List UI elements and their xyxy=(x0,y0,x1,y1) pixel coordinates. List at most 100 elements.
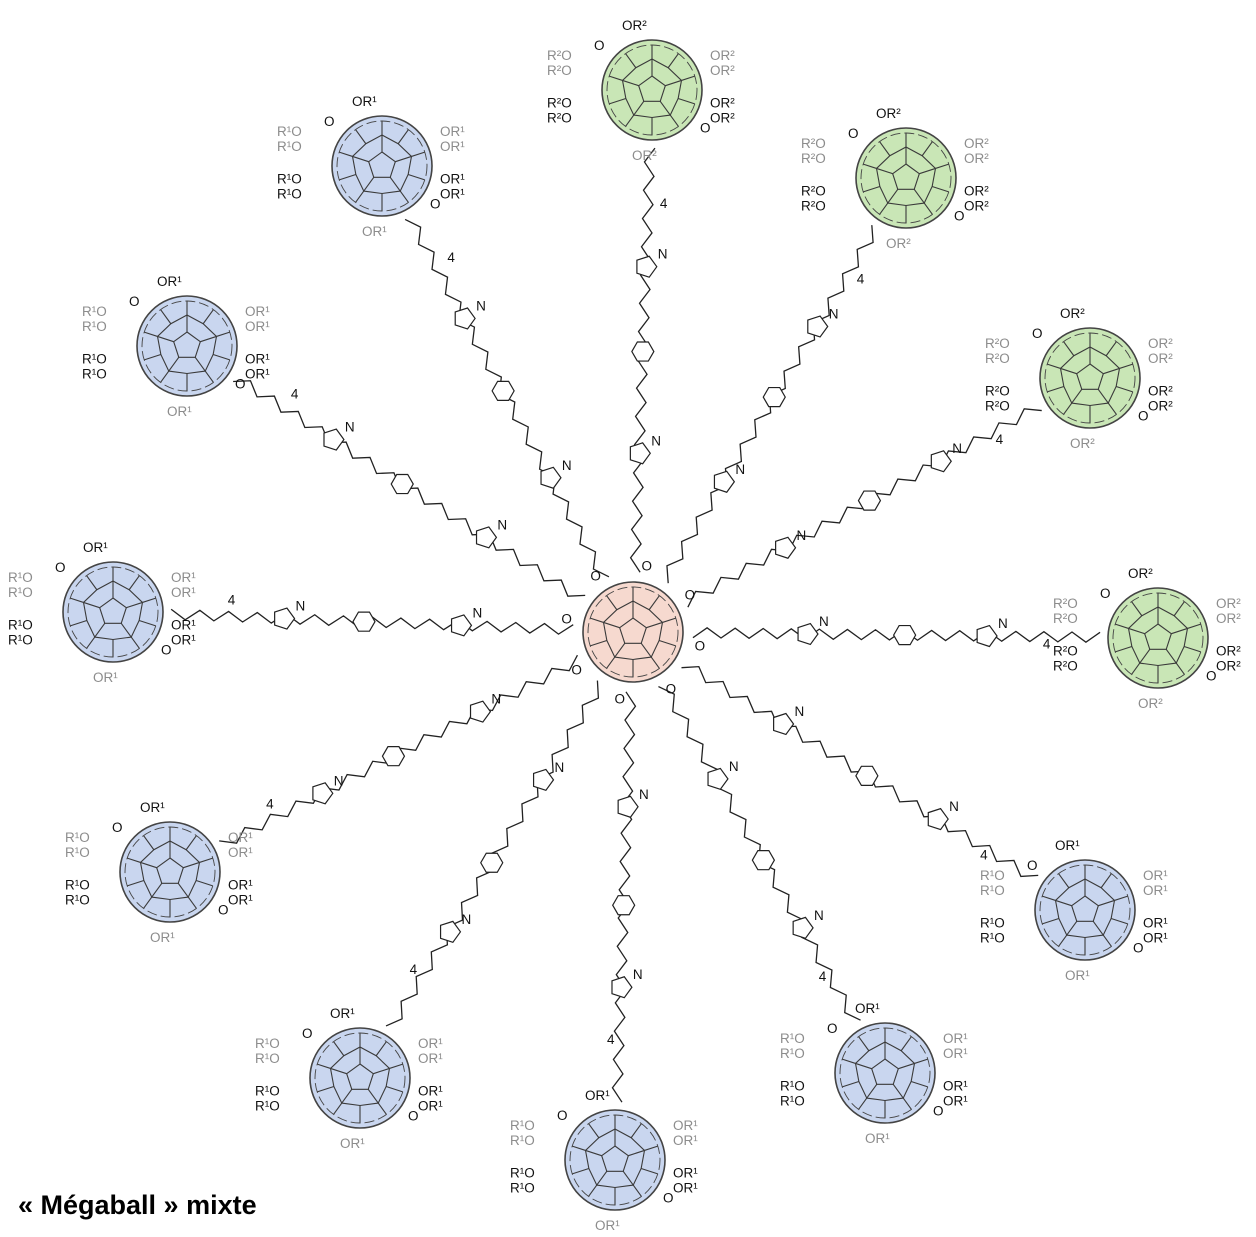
cage-bond xyxy=(204,370,214,383)
phenyl-ring xyxy=(352,611,376,632)
nitrogen-label: N xyxy=(949,799,959,814)
ester-label: R¹O xyxy=(780,1094,805,1109)
core-oxygen-label: O xyxy=(590,568,601,583)
ester-label: R¹O xyxy=(82,367,107,382)
ester-label: OR² xyxy=(1148,351,1173,366)
cage-outline xyxy=(67,566,159,658)
cage-bond xyxy=(151,883,163,898)
cage-bond xyxy=(399,190,409,203)
cage-outline xyxy=(587,586,679,678)
ester-label: OR² xyxy=(964,136,989,151)
ester-label: OR¹ xyxy=(943,1079,968,1094)
oxygen-label: O xyxy=(827,1021,838,1036)
cage-bond xyxy=(128,575,140,591)
oxygen-label: O xyxy=(235,377,246,392)
cage-pentagon xyxy=(619,617,647,644)
fullerene-cages xyxy=(62,39,1209,1211)
cage-sphere xyxy=(62,561,164,663)
phenyl-ring xyxy=(381,746,406,767)
cage-bond xyxy=(1058,873,1070,889)
oxygen-label: O xyxy=(55,560,66,575)
cage-bond xyxy=(603,621,620,629)
ester-label: R¹O xyxy=(65,893,90,908)
cage-sphere xyxy=(855,127,957,229)
ester-label: OR¹ xyxy=(673,1166,698,1181)
ester-label: OR² xyxy=(710,96,735,111)
ester-label: R²O xyxy=(547,63,572,78)
arm-10-fullerene xyxy=(564,1109,666,1211)
cage-bond xyxy=(1042,917,1060,925)
cage-bond xyxy=(1097,389,1109,404)
cage-bond xyxy=(1066,921,1078,936)
triazole-ring xyxy=(792,916,814,940)
cage-bond xyxy=(892,1084,904,1099)
ester-label: OR² xyxy=(964,199,989,214)
triazole-ring xyxy=(976,624,998,648)
cage-bond xyxy=(1114,895,1128,901)
cage-bond xyxy=(914,1058,928,1064)
cage-pentagon xyxy=(99,597,127,624)
triazole-ring xyxy=(469,700,492,723)
ester-label: R¹O xyxy=(510,1181,535,1196)
oxygen-label: O xyxy=(1138,409,1149,424)
ester-label: R²O xyxy=(1053,644,1078,659)
cage-outline xyxy=(141,300,233,392)
cage-bond xyxy=(863,163,877,169)
arm-9-fullerene xyxy=(309,1027,411,1129)
cage-bond xyxy=(842,1058,856,1064)
ester-label: OR² xyxy=(876,106,901,121)
ester-label: OR¹ xyxy=(245,352,270,367)
ester-label: R¹O xyxy=(980,883,1005,898)
cage-bond xyxy=(144,331,158,337)
repeat-subscript: 4 xyxy=(607,1032,615,1047)
ester-label: OR¹ xyxy=(943,1031,968,1046)
triazole-ring xyxy=(439,920,462,943)
cage-bond xyxy=(86,636,96,649)
cage-bond xyxy=(1107,402,1117,415)
ester-label: OR² xyxy=(1128,566,1153,581)
repeat-subscript: 4 xyxy=(410,962,418,977)
cage-bond xyxy=(177,883,189,898)
cage-bond xyxy=(317,1063,331,1069)
ester-label: OR¹ xyxy=(167,404,192,419)
oxygen-label: O xyxy=(112,820,123,835)
cage-bond xyxy=(1063,341,1075,357)
oxygen-label: O xyxy=(324,114,335,129)
cage-bond xyxy=(185,835,197,851)
cage-bond xyxy=(216,331,230,337)
cage-bond xyxy=(160,370,170,383)
cage-sphere xyxy=(601,39,703,141)
ester-label: R¹O xyxy=(277,172,302,187)
triazole-ring xyxy=(617,795,639,818)
core-oxygen-label: O xyxy=(695,639,706,654)
ester-label: OR² xyxy=(964,151,989,166)
phenyl-ring xyxy=(611,895,636,916)
cage-bond xyxy=(609,97,627,105)
ester-label: OR¹ xyxy=(418,1084,443,1099)
nitrogen-label: N xyxy=(998,616,1008,631)
ester-label: OR¹ xyxy=(228,893,253,908)
ester-label: R¹O xyxy=(255,1051,280,1066)
cage-bond xyxy=(195,879,213,887)
ester-label: OR² xyxy=(1216,611,1241,626)
cage-bond xyxy=(572,1145,586,1151)
cage-bond xyxy=(1100,873,1112,889)
ester-label: R¹O xyxy=(8,618,33,633)
cage-bond xyxy=(144,353,162,361)
nitrogen-label: N xyxy=(476,298,486,313)
nitrogen-label: N xyxy=(296,599,306,614)
ester-label: R¹O xyxy=(82,352,107,367)
cage-bond xyxy=(330,1067,347,1075)
phenyl-ring xyxy=(762,386,786,408)
oxygen-label: O xyxy=(663,1191,674,1206)
cage-bond xyxy=(863,185,881,193)
cage-pentagon xyxy=(1144,623,1172,650)
oxygen-label: O xyxy=(557,1108,568,1123)
ester-label: OR¹ xyxy=(157,274,182,289)
ester-label: R¹O xyxy=(65,845,90,860)
arm-5-fullerene xyxy=(331,115,433,217)
cage-bond xyxy=(389,177,401,192)
nitrogen-label: N xyxy=(554,760,564,775)
cage-bond xyxy=(200,335,217,343)
cage-bond xyxy=(633,101,645,116)
